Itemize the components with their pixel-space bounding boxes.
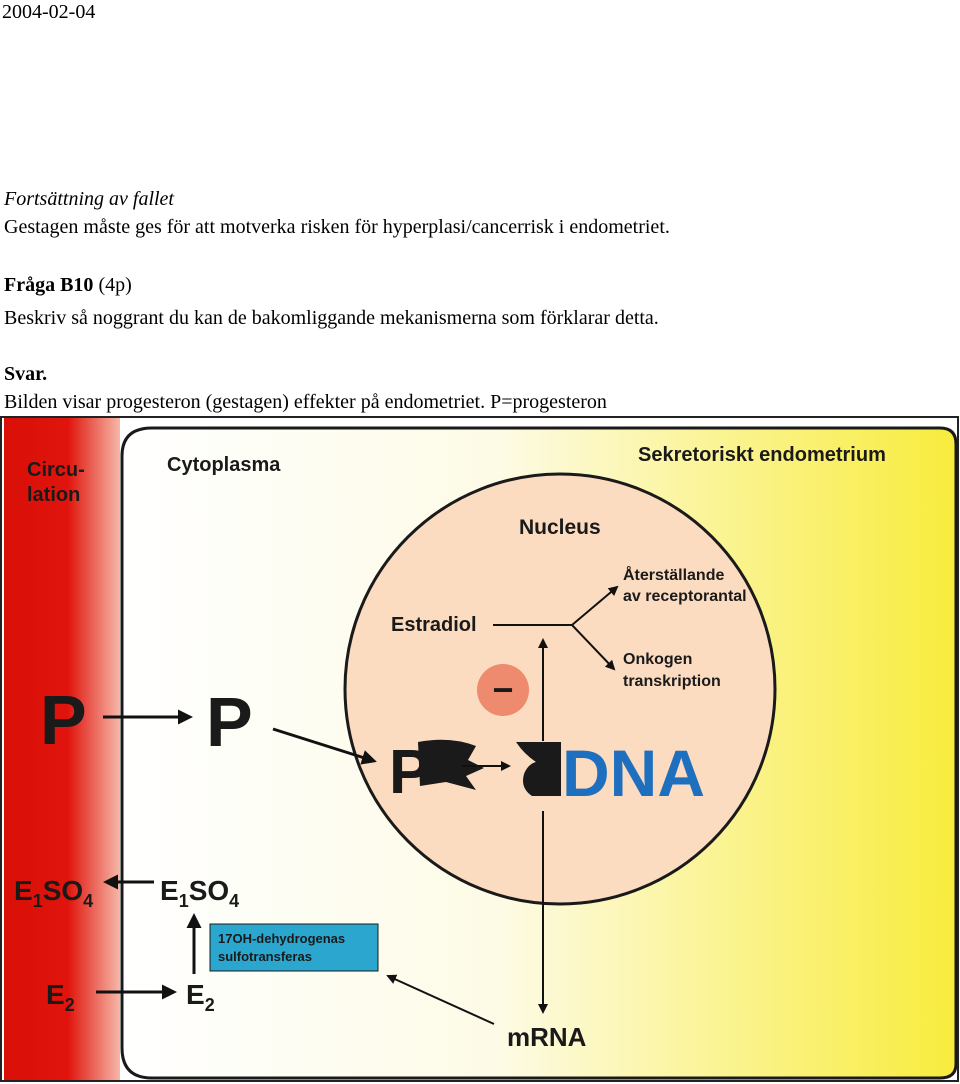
- cytoplasma-label: Cytoplasma: [167, 454, 281, 476]
- dna-label: DNA: [562, 736, 705, 810]
- e2-right-e: E: [186, 979, 205, 1010]
- progesterone-endometrium-figure: Circu- lation Cytoplasma Sekretoriskt en…: [0, 416, 959, 1082]
- e2-circulation: E2: [46, 979, 75, 1015]
- answer-text: Bilden visar progesteron (gestagen) effe…: [4, 391, 607, 413]
- enzyme-line2: sulfotransferas: [218, 949, 312, 964]
- question-label: Fråga B10: [4, 274, 94, 296]
- circulation-band: [4, 418, 120, 1080]
- nucleus-label: Nucleus: [519, 516, 601, 539]
- circulation-label-line2: lation: [27, 484, 80, 506]
- arrow-mrna-to-enzymes: [386, 974, 495, 1025]
- question-points: (4p): [98, 274, 132, 296]
- e1so4-right-sub1: 1: [179, 891, 189, 911]
- question-text: Beskriv så noggrant du kan de bakomligga…: [4, 307, 659, 329]
- effect1-line1: Återställande: [623, 565, 724, 584]
- p-cytoplasm: P: [206, 683, 253, 761]
- document-date: 2004-02-04: [2, 1, 96, 23]
- effect2-line1: Onkogen: [623, 651, 692, 668]
- dna-binding-shape: [516, 742, 561, 796]
- question-heading: Fråga B10 (4p): [4, 273, 132, 297]
- estradiol-label: Estradiol: [391, 614, 477, 636]
- answer-label: Svar.: [4, 363, 48, 385]
- nucleus-circle: [343, 472, 777, 906]
- e1so4-left-so: SO: [43, 875, 83, 906]
- mrna-label: mRNA: [507, 1022, 587, 1052]
- e2-right-sub: 2: [205, 995, 215, 1015]
- arrow-to-effect2: [571, 624, 616, 671]
- e2-cytoplasm: E2: [186, 979, 215, 1015]
- e1so4-right-sub2: 4: [229, 891, 239, 911]
- arrow-to-effect1: [571, 585, 619, 626]
- effect1-line2: av receptorantal: [623, 588, 747, 605]
- enzyme-box: [209, 923, 379, 972]
- e1so4-right-e: E: [160, 875, 179, 906]
- circulation-label-line1: Circu-: [27, 459, 85, 481]
- intro-line: Gestagen måste ges för att motverka risk…: [4, 216, 670, 238]
- e1so4-left-sub1: 1: [33, 891, 43, 911]
- e2-left-sub: 2: [65, 995, 75, 1015]
- enzyme-line1: 17OH-dehydrogenas: [218, 931, 345, 946]
- receptor-shape: [418, 739, 484, 790]
- figure-frame: [0, 416, 959, 1082]
- minus-symbol: −: [492, 669, 513, 710]
- p-circulation: P: [40, 681, 87, 759]
- e2-left-e: E: [46, 979, 65, 1010]
- e1so4-left-e: E: [14, 875, 33, 906]
- e1so4-cytoplasm: E1SO4: [160, 875, 239, 911]
- e1so4-circulation: E1SO4: [14, 875, 93, 911]
- inhibition-circle: [477, 664, 529, 716]
- effect2-line2: transkription: [623, 673, 721, 690]
- figure-title: Sekretoriskt endometrium: [638, 444, 886, 466]
- e1so4-left-sub2: 4: [83, 891, 93, 911]
- section-title: Fortsättning av fallet: [4, 188, 174, 210]
- e1so4-right-so: SO: [189, 875, 229, 906]
- arrow-p-to-nucleus: [272, 727, 377, 765]
